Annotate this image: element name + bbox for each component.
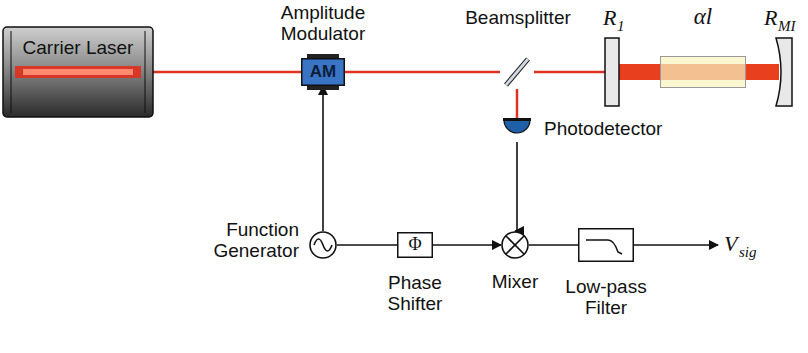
beam-path [153, 71, 301, 74]
signal-wire [433, 244, 501, 246]
laser-body: Carrier Laser [3, 27, 153, 117]
modulator-label: Amplitude Modulator [243, 2, 403, 44]
curved-mirror [776, 38, 792, 106]
function-generator-symbol: Function Generator [309, 231, 337, 259]
phase-shifter-label: Phase Shifter [365, 272, 465, 314]
beam-path [345, 71, 500, 74]
modulator-text: AM [301, 61, 345, 82]
mixer-symbol: Mixer [501, 231, 529, 259]
signal-name: V [724, 232, 737, 256]
photodetector-symbol-outline [502, 118, 532, 142]
mirror-label: R [764, 6, 777, 30]
signal-wire [515, 142, 517, 231]
beam-path [516, 89, 519, 118]
output-wire [634, 244, 718, 246]
laser-label: Carrier Laser [3, 37, 153, 58]
mirror-subscript: 1 [617, 18, 625, 34]
filter-label: Low-pass Filter [556, 276, 656, 318]
input-mirror [605, 38, 619, 106]
crystal-label: αl [660, 6, 746, 27]
beamsplitter-plate-outline [500, 55, 534, 89]
function-generator-label: Function Generator [171, 219, 299, 261]
mixer-symbol-outline [501, 231, 529, 259]
laser-beam [534, 71, 606, 74]
low-pass-filter-box: Low-pass Filter [578, 228, 634, 262]
signal-subscript: sig [739, 244, 757, 260]
beamsplitter-label: Beamsplitter [448, 7, 588, 28]
mirror-label: R [603, 6, 616, 30]
phase-shifter-box: ΦPhase Shifter [397, 232, 433, 258]
mixer-label: Mixer [465, 271, 565, 292]
signal-wire [337, 244, 397, 246]
nonlinear-crystal: αl [660, 56, 746, 88]
photodetector-label: Photodetector [544, 118, 694, 139]
signal-wire [529, 244, 578, 246]
low-pass-filter-box-outline [578, 228, 634, 262]
nonlinear-crystal-outline [660, 56, 746, 88]
modulator-box: Amplitude ModulatorAM [301, 58, 345, 86]
function-generator-symbol-outline [309, 231, 337, 259]
signal-wire [322, 86, 324, 231]
beamsplitter-plate: Beamsplitter [500, 55, 534, 89]
photodetector-symbol: Photodetector [502, 118, 532, 142]
mirror-subscript: MI [778, 18, 796, 34]
phase-symbol: Φ [397, 234, 433, 255]
